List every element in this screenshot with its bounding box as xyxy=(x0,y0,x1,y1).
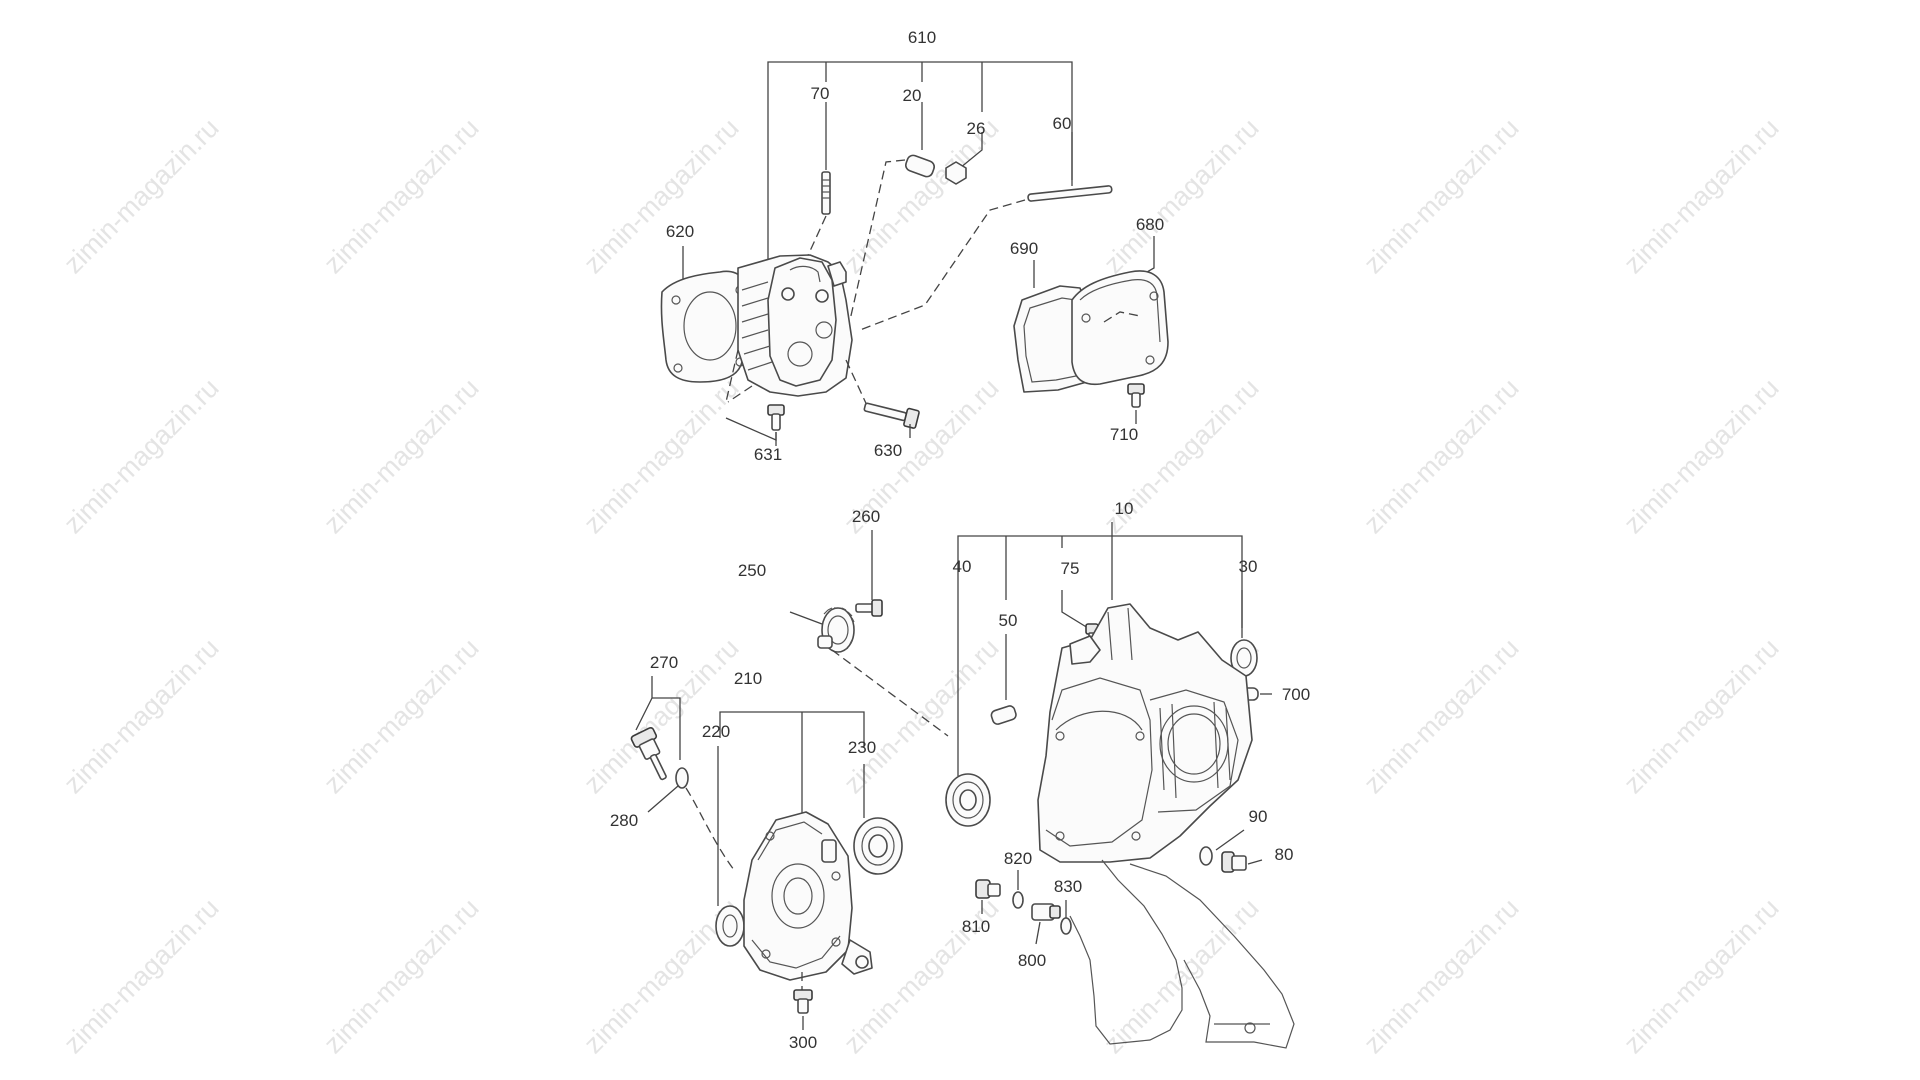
watermark-text: zimin-magazin.ru xyxy=(58,373,225,540)
label-20: 20 xyxy=(903,86,922,105)
watermark-text: zimin-magazin.ru xyxy=(1358,633,1525,800)
label-820: 820 xyxy=(1004,849,1032,868)
label-60: 60 xyxy=(1053,114,1072,133)
callout-labels: 610 70 20 26 60 620 690 680 631 630 710 … xyxy=(610,28,1310,1052)
part-26-pin xyxy=(945,132,983,185)
label-70: 70 xyxy=(811,84,830,103)
label-26: 26 xyxy=(967,119,986,138)
part-280-o-ring xyxy=(647,767,735,871)
part-90-washer xyxy=(1199,829,1245,866)
label-810: 810 xyxy=(962,917,990,936)
label-270: 270 xyxy=(650,653,678,672)
part-220-oil-seal xyxy=(715,746,745,947)
label-300: 300 xyxy=(789,1033,817,1052)
part-cylinder-head xyxy=(737,254,853,397)
label-50: 50 xyxy=(999,611,1018,630)
watermark-text: zimin-magazin.ru xyxy=(578,373,745,540)
label-260: 260 xyxy=(852,507,880,526)
part-40-bearing xyxy=(945,773,991,827)
part-230-bearing xyxy=(853,764,903,875)
watermark-text: zimin-magazin.ru xyxy=(1618,633,1785,800)
watermark-text: zimin-magazin.ru xyxy=(318,373,485,540)
part-680-valve-cover xyxy=(1071,236,1169,386)
label-75: 75 xyxy=(1061,559,1080,578)
label-620: 620 xyxy=(666,222,694,241)
label-710: 710 xyxy=(1110,425,1138,444)
bracket-210 xyxy=(719,711,865,830)
watermark-text: zimin-magazin.ru xyxy=(58,893,225,1060)
label-220: 220 xyxy=(702,722,730,741)
label-610: 610 xyxy=(908,28,936,47)
watermark-text: zimin-magazin.ru xyxy=(578,113,745,280)
part-260-bolt xyxy=(855,530,883,617)
watermark-text: zimin-magazin.ru xyxy=(1618,373,1785,540)
label-40: 40 xyxy=(953,557,972,576)
part-820-o-ring xyxy=(1012,870,1024,909)
part-631-bolt xyxy=(725,349,785,446)
label-631: 631 xyxy=(754,445,782,464)
watermark-text: zimin-magazin.ru xyxy=(1618,113,1785,280)
part-70-stud-bolt xyxy=(804,102,831,263)
label-800: 800 xyxy=(1018,951,1046,970)
part-crankcase-cover xyxy=(743,811,873,981)
watermark-text: zimin-magazin.ru xyxy=(318,893,485,1060)
watermark-text: zimin-magazin.ru xyxy=(1358,373,1525,540)
part-crankcase xyxy=(1037,603,1253,863)
part-810-fitting xyxy=(975,879,1001,914)
watermark-text: zimin-magazin.ru xyxy=(1098,893,1265,1060)
watermark-text: zimin-magazin.ru xyxy=(1358,893,1525,1060)
part-30-oil-seal xyxy=(1230,590,1258,677)
part-710-cover-bolt xyxy=(1127,383,1145,424)
engine-block-outline xyxy=(1069,859,1295,1049)
part-630-head-bolt xyxy=(845,359,920,438)
label-210: 210 xyxy=(734,669,762,688)
part-60-push-rod xyxy=(859,132,1113,331)
label-230: 230 xyxy=(848,738,876,757)
label-30: 30 xyxy=(1239,557,1258,576)
watermark-text: zimin-magazin.ru xyxy=(838,633,1005,800)
watermark-text: zimin-magazin.ru xyxy=(58,633,225,800)
watermark-text: zimin-magazin.ru xyxy=(318,633,485,800)
part-80-plug xyxy=(1221,851,1263,873)
part-800-fitting xyxy=(1031,903,1061,945)
watermark-layer: zimin-magazin.ru zimin-magazin.ru zimin-… xyxy=(58,113,1785,1060)
label-10: 10 xyxy=(1115,499,1134,518)
label-690: 690 xyxy=(1010,239,1038,258)
label-680: 680 xyxy=(1136,215,1164,234)
part-50-dowel-pin xyxy=(990,634,1017,725)
label-280: 280 xyxy=(610,811,638,830)
part-20-dowel-pin xyxy=(849,102,936,321)
label-90: 90 xyxy=(1249,807,1268,826)
part-270-dipstick xyxy=(630,676,681,781)
bracket-610 xyxy=(767,61,1073,262)
part-250-governor-gear xyxy=(789,607,949,737)
watermark-text: zimin-magazin.ru xyxy=(1618,893,1785,1060)
watermark-text: zimin-magazin.ru xyxy=(1358,113,1525,280)
part-300-drain-bolt xyxy=(793,972,813,1030)
label-830: 830 xyxy=(1054,877,1082,896)
label-630: 630 xyxy=(874,441,902,460)
label-250: 250 xyxy=(738,561,766,580)
watermark-text: zimin-magazin.ru xyxy=(58,113,225,280)
label-700: 700 xyxy=(1282,685,1310,704)
part-830-o-ring xyxy=(1060,900,1072,935)
watermark-text: zimin-magazin.ru xyxy=(318,113,485,280)
label-80: 80 xyxy=(1275,845,1294,864)
watermark-text: zimin-magazin.ru xyxy=(1098,113,1265,280)
bracket-10 xyxy=(957,522,1243,776)
